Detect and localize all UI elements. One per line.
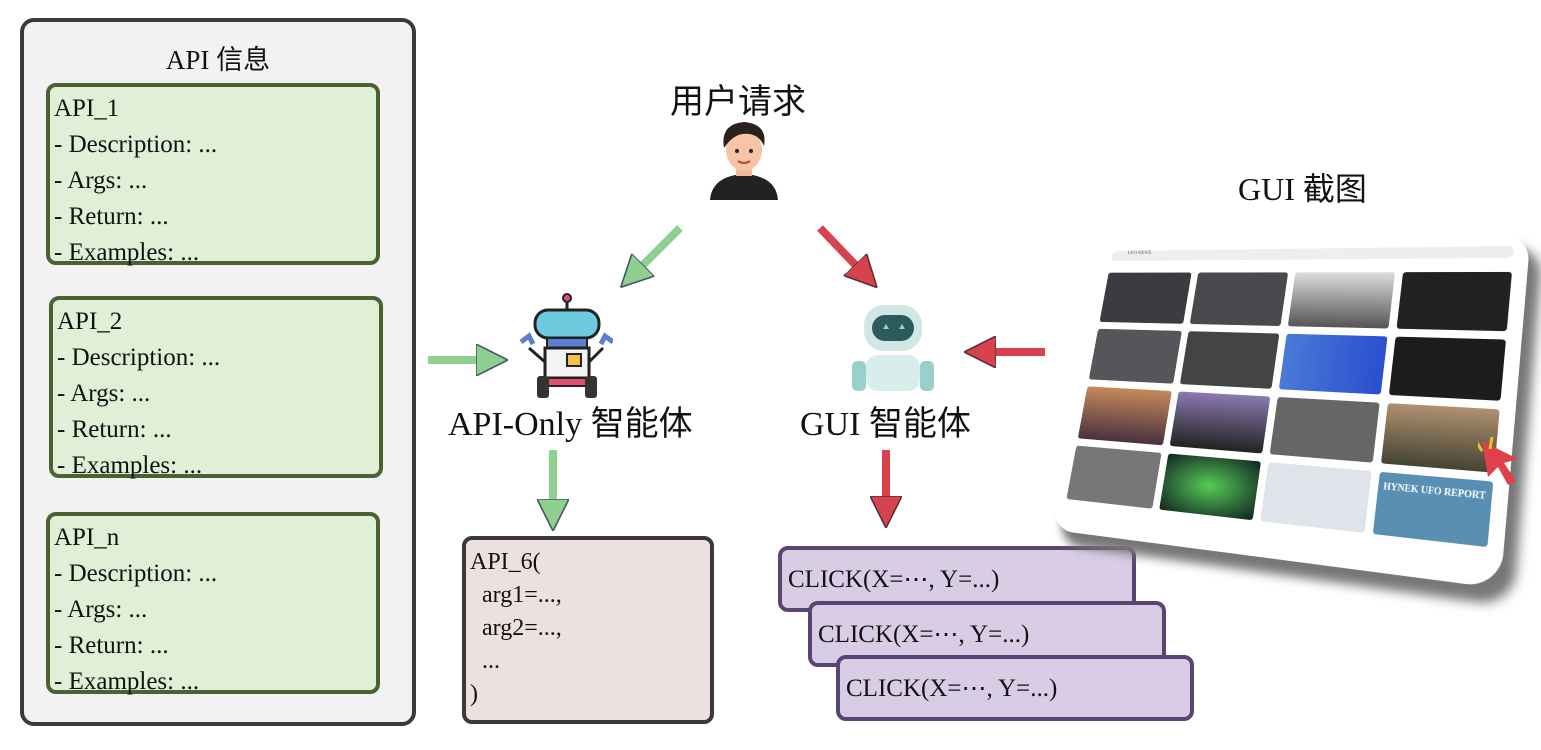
- api-card-1: API_1 - Description: ... - Args: ... - R…: [46, 83, 380, 266]
- api-args: - Args: ...: [57, 380, 151, 407]
- gui-agent-label: GUI 智能体: [800, 406, 971, 443]
- result-thumbnail: [1066, 445, 1162, 509]
- api-agent-label: API-Only 智能体: [448, 406, 693, 443]
- api-args: - Args: ...: [54, 596, 148, 623]
- result-thumbnail: [1287, 272, 1395, 329]
- result-thumbnail: [1169, 391, 1271, 454]
- result-thumbnail: [1260, 462, 1372, 533]
- api-return: - Return: ...: [57, 416, 172, 443]
- api-return: - Return: ...: [54, 203, 169, 230]
- book-thumbnail: HYNEK UFO REPORT: [1372, 471, 1494, 548]
- result-thumbnail: [1189, 272, 1289, 327]
- api-card-2: API_2 - Description: ... - Args: ... - R…: [49, 296, 383, 479]
- result-thumbnail: [1269, 396, 1380, 463]
- result-thumbnail: [1088, 328, 1182, 384]
- search-results-page: UFO NEWS HYNEK UFO REPORT: [1049, 231, 1531, 589]
- gui-screenshot-label: GUI 截图: [1238, 171, 1367, 207]
- result-thumbnail: [1278, 333, 1388, 395]
- result-thumbnail: [1099, 272, 1192, 324]
- api-name: API_1: [54, 95, 120, 122]
- api-robot-icon: [519, 293, 613, 398]
- api-call-box: API_6( arg1=..., arg2=..., ... ): [462, 536, 714, 724]
- gui-screenshot: UFO NEWS HYNEK UFO REPORT: [1010, 205, 1531, 589]
- arrow-user-to-gui-agent: [817, 225, 866, 276]
- result-thumbnail: [1388, 336, 1506, 401]
- api-card-n: API_n - Description: ... - Args: ... - R…: [46, 512, 380, 695]
- api-examples: - Examples: ...: [57, 452, 203, 479]
- user-request-label: 用户请求: [670, 84, 806, 121]
- mouse-cursor-icon: [1478, 437, 1518, 485]
- api-name: API_n: [54, 524, 120, 551]
- api-return: - Return: ...: [54, 632, 169, 659]
- api-examples: - Examples: ...: [54, 668, 200, 695]
- api-info-title: API 信息: [165, 45, 271, 75]
- api-description: - Description: ...: [54, 131, 218, 158]
- result-thumbnail: [1179, 331, 1280, 389]
- api-name: API_2: [57, 308, 123, 335]
- api-args: - Args: ...: [54, 167, 148, 194]
- search-bar: UFO NEWS: [1110, 245, 1515, 262]
- api-description: - Description: ...: [54, 560, 218, 587]
- result-thumbnail: [1077, 386, 1172, 446]
- api-description: - Description: ...: [57, 344, 221, 371]
- gui-action-3: CLICK(X=⋯, Y=...): [836, 655, 1194, 721]
- result-thumbnail: [1158, 453, 1262, 521]
- image-results-grid: HYNEK UFO REPORT: [1066, 271, 1513, 548]
- user-icon: [710, 122, 778, 200]
- gui-robot-icon: [852, 305, 934, 391]
- api-examples: - Examples: ...: [54, 239, 200, 266]
- result-thumbnail: [1396, 271, 1513, 332]
- arrow-user-to-api-agent: [632, 225, 683, 276]
